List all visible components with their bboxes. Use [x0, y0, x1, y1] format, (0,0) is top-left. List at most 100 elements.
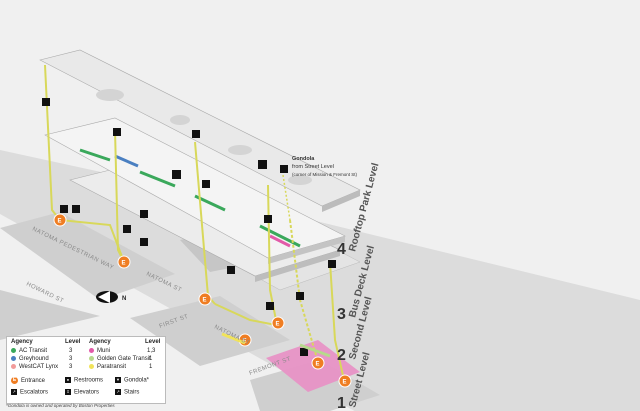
ac-transit-swatch: [11, 348, 16, 353]
gondola-icon: ▼: [115, 377, 121, 383]
restroom-icon: [258, 160, 267, 169]
muni-bay: [269, 234, 291, 248]
legend-agency-golden-gate: Golden Gate Transit: [89, 356, 151, 362]
ac-transit-bay: [139, 170, 176, 188]
restroom-icon: ●: [65, 377, 71, 383]
elevator-icon: ⇕: [65, 389, 71, 395]
ac-transit-bay: [79, 148, 111, 162]
map-legend: Agency Level Agency Level AC Transit 3 G…: [6, 336, 166, 404]
legend-elevators: ⇕Elevators: [65, 389, 99, 396]
legend-agency-name: Golden Gate Transit: [97, 356, 151, 363]
gondola-callout-line3: (corner of Mission & Fremont St): [292, 172, 358, 177]
legend-agency-level: 3: [69, 356, 73, 362]
elevator-icon: [300, 348, 308, 356]
escalator-icon: [140, 238, 148, 246]
footnote: *Gondola is owned and operated by Boston…: [6, 403, 115, 408]
elevator-icon: [123, 225, 131, 233]
legend-escalators: ↗Escalators: [11, 389, 48, 396]
entrance-letter: E: [343, 380, 347, 386]
escalator-icon: [202, 180, 210, 188]
elevator-icon: [266, 302, 274, 310]
legend-stairs: ↗Stairs: [115, 389, 139, 396]
level-number: 3: [337, 306, 346, 323]
park-feature: [170, 115, 190, 125]
entrance-letter: E: [58, 219, 62, 225]
level-number: 1: [337, 395, 346, 411]
legend-agency-level: 1: [149, 364, 153, 370]
entrance-icon: [53, 213, 67, 227]
legend-icon-label: Gondola*: [124, 377, 150, 384]
entrance-icon: E: [11, 377, 18, 384]
gondola-icon: [280, 165, 288, 173]
legend-agency-westcat: WestCAT Lynx: [11, 364, 58, 370]
escalator-icon: [140, 210, 148, 218]
stairs-icon: [72, 205, 80, 213]
legend-agency-name: Greyhound: [19, 356, 49, 363]
legend-icon-label: Escalators: [20, 389, 49, 396]
westcat-swatch: [11, 364, 16, 369]
park-feature: [96, 89, 124, 101]
level-number: 4: [337, 241, 346, 258]
legend-header-level-2: Level: [145, 339, 161, 345]
legend-header-agency: Agency: [11, 339, 33, 345]
escalator-icon: ↗: [11, 389, 17, 395]
escalator-icon: [60, 205, 68, 213]
elevator-icon: [42, 98, 50, 106]
elevator-icon: [264, 215, 272, 223]
legend-agency-muni: Muni: [89, 348, 110, 354]
entrance-icon: [117, 255, 131, 269]
legend-restrooms: ●Restrooms: [65, 377, 103, 384]
elevator-icon: [328, 260, 336, 268]
greyhound-swatch: [11, 356, 16, 361]
restroom-icon: [172, 170, 181, 179]
golden-gate-zone: [299, 343, 331, 358]
gondola-callout-title: Gondola: [292, 156, 315, 162]
park-feature: [228, 145, 252, 155]
entrance-icon: [338, 374, 352, 388]
level-4-slab-edge: [322, 190, 360, 212]
legend-agency-level: 3: [69, 348, 73, 354]
greyhound-bay: [114, 154, 139, 168]
legend-agency-name: WestCAT Lynx: [19, 364, 59, 371]
legend-agency-name: Paratransit: [97, 364, 127, 371]
park-feature: [288, 175, 312, 185]
legend-gondola: ▼Gondola*: [115, 377, 149, 384]
legend-agency-name: Muni: [97, 348, 111, 355]
legend-agency-level: 3: [69, 364, 73, 370]
entrance-icon: [311, 356, 325, 370]
escalator-icon: [296, 292, 304, 300]
entrance-letter: E: [203, 298, 207, 304]
stairs-icon: ↗: [115, 389, 121, 395]
north-arrow: N: [96, 291, 126, 303]
entrance-letter: E: [276, 322, 280, 328]
entrance-icon: [198, 292, 212, 306]
legend-header-agency-2: Agency: [89, 339, 111, 345]
elevator-icon: [113, 128, 121, 136]
paratransit-swatch: [89, 364, 94, 369]
legend-icon-label: Stairs: [124, 389, 140, 396]
legend-agency-name: AC Transit: [19, 348, 48, 355]
gondola-callout-line2: from Street Level: [292, 164, 334, 170]
city-block: [0, 290, 100, 340]
legend-icon-label: Restrooms: [74, 377, 104, 384]
escalator-icon: [227, 266, 235, 274]
paratransit-zone: [221, 332, 246, 345]
legend-agency-level: 1,3: [147, 348, 156, 354]
golden-gate-swatch: [89, 356, 94, 361]
north-label: N: [122, 296, 126, 302]
service-icons: [42, 98, 336, 356]
legend-icon-label: Entrance: [21, 378, 46, 385]
entrance-icon: [271, 316, 285, 330]
muni-swatch: [89, 348, 94, 353]
level-2-slab-edge: [255, 250, 340, 282]
level-number: 2: [337, 347, 346, 364]
gondola-line: [282, 174, 291, 221]
entrance-letter: E: [122, 261, 126, 267]
legend-agency-greyhound: Greyhound: [11, 356, 49, 362]
entrance-letter: E: [316, 362, 320, 368]
legend-header-level: Level: [65, 339, 81, 345]
city-block: [0, 212, 175, 300]
level-3-slab-edge: [268, 236, 345, 264]
